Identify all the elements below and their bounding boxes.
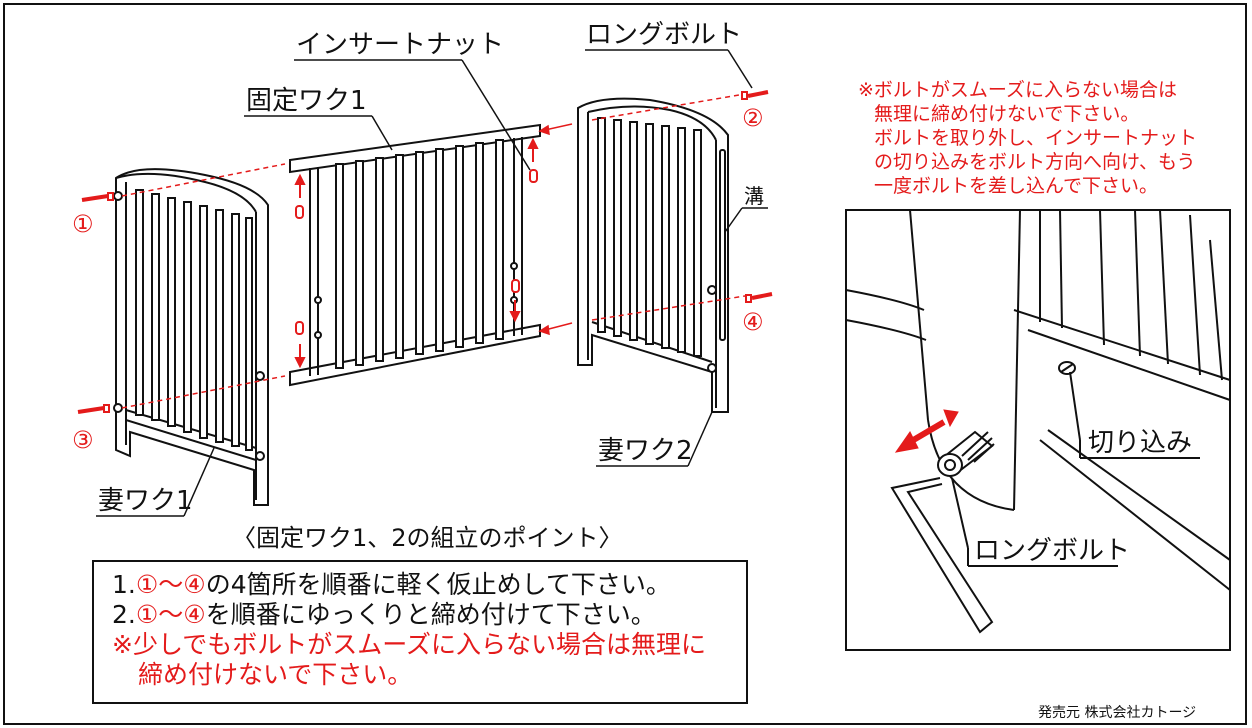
outer-border bbox=[3, 3, 1247, 725]
step-1-number: 1. bbox=[112, 570, 136, 599]
label-fixed-frame-1: 固定ワク1 bbox=[246, 86, 367, 116]
steps-box: 1.①～④の4箇所を順番に軽く仮止めして下さい。 2.①～④を順番にゆっくりと締… bbox=[92, 560, 748, 704]
step-1-range: ①～④ bbox=[135, 570, 206, 599]
label-end-frame-2: 妻ワク2 bbox=[598, 436, 693, 466]
label-groove: 溝 bbox=[744, 184, 764, 208]
step-2: 2.①～④を順番にゆっくりと締め付けて下さい。 bbox=[112, 600, 746, 630]
insert-nuts bbox=[295, 169, 538, 335]
detail-panel bbox=[845, 209, 1231, 651]
note-line-2: 無理に締め付けないで下さい。 bbox=[874, 103, 1140, 125]
note-line-4: の切り込みをボルト方向へ向け、もう bbox=[874, 151, 1196, 173]
nut-arrows bbox=[294, 137, 539, 369]
leader-lines bbox=[96, 49, 768, 517]
marker-4: ④ bbox=[742, 308, 764, 336]
warning-line-1: ※少しでもボルトがスムーズに入らない場合は無理に bbox=[112, 630, 706, 659]
label-long-bolt: ロングボルト bbox=[586, 20, 743, 50]
guide-arrows bbox=[538, 123, 573, 336]
warning-line-2: 締め付けないで下さい。 bbox=[138, 660, 413, 689]
marker-1: ① bbox=[72, 210, 94, 238]
bolt-note: ※ボルトがスムーズに入らない場合は 無理に締め付けないで下さい。 ボルトを取り外… bbox=[858, 78, 1197, 198]
fixed-frame-1 bbox=[289, 123, 541, 387]
step-2-text: を順番にゆっくりと締め付けて下さい。 bbox=[205, 600, 656, 629]
marker-2: ② bbox=[742, 104, 764, 132]
bolts bbox=[77, 90, 773, 414]
label-notch: 切り込み bbox=[1088, 428, 1193, 458]
label-end-frame-1: 妻ワク1 bbox=[98, 486, 193, 516]
assembly-caption: 〈固定ワク1、2の組立のポイント〉 bbox=[232, 524, 623, 552]
step-2-number: 2. bbox=[112, 600, 136, 629]
guide-lines bbox=[121, 93, 746, 409]
publisher: 発売元 株式会社カトージ bbox=[1038, 705, 1197, 721]
marker-3: ③ bbox=[72, 426, 94, 454]
step-1-text: の4箇所を順番に軽く仮止めして下さい。 bbox=[205, 570, 671, 599]
end-frame-1 bbox=[113, 168, 269, 506]
label-long-bolt-detail: ロングボルト bbox=[974, 536, 1131, 566]
step-2-range: ①～④ bbox=[135, 600, 206, 629]
note-line-3: ボルトを取り外し、インサートナット bbox=[874, 127, 1198, 149]
note-line-1: ※ボルトがスムーズに入らない場合は bbox=[858, 79, 1177, 101]
end-frame-2 bbox=[577, 97, 729, 413]
step-1: 1.①～④の4箇所を順番に軽く仮止めして下さい。 bbox=[112, 570, 746, 600]
label-insert-nut: インサートナット bbox=[296, 30, 505, 60]
note-line-5: 一度ボルトを差し込んで下さい。 bbox=[874, 175, 1159, 197]
